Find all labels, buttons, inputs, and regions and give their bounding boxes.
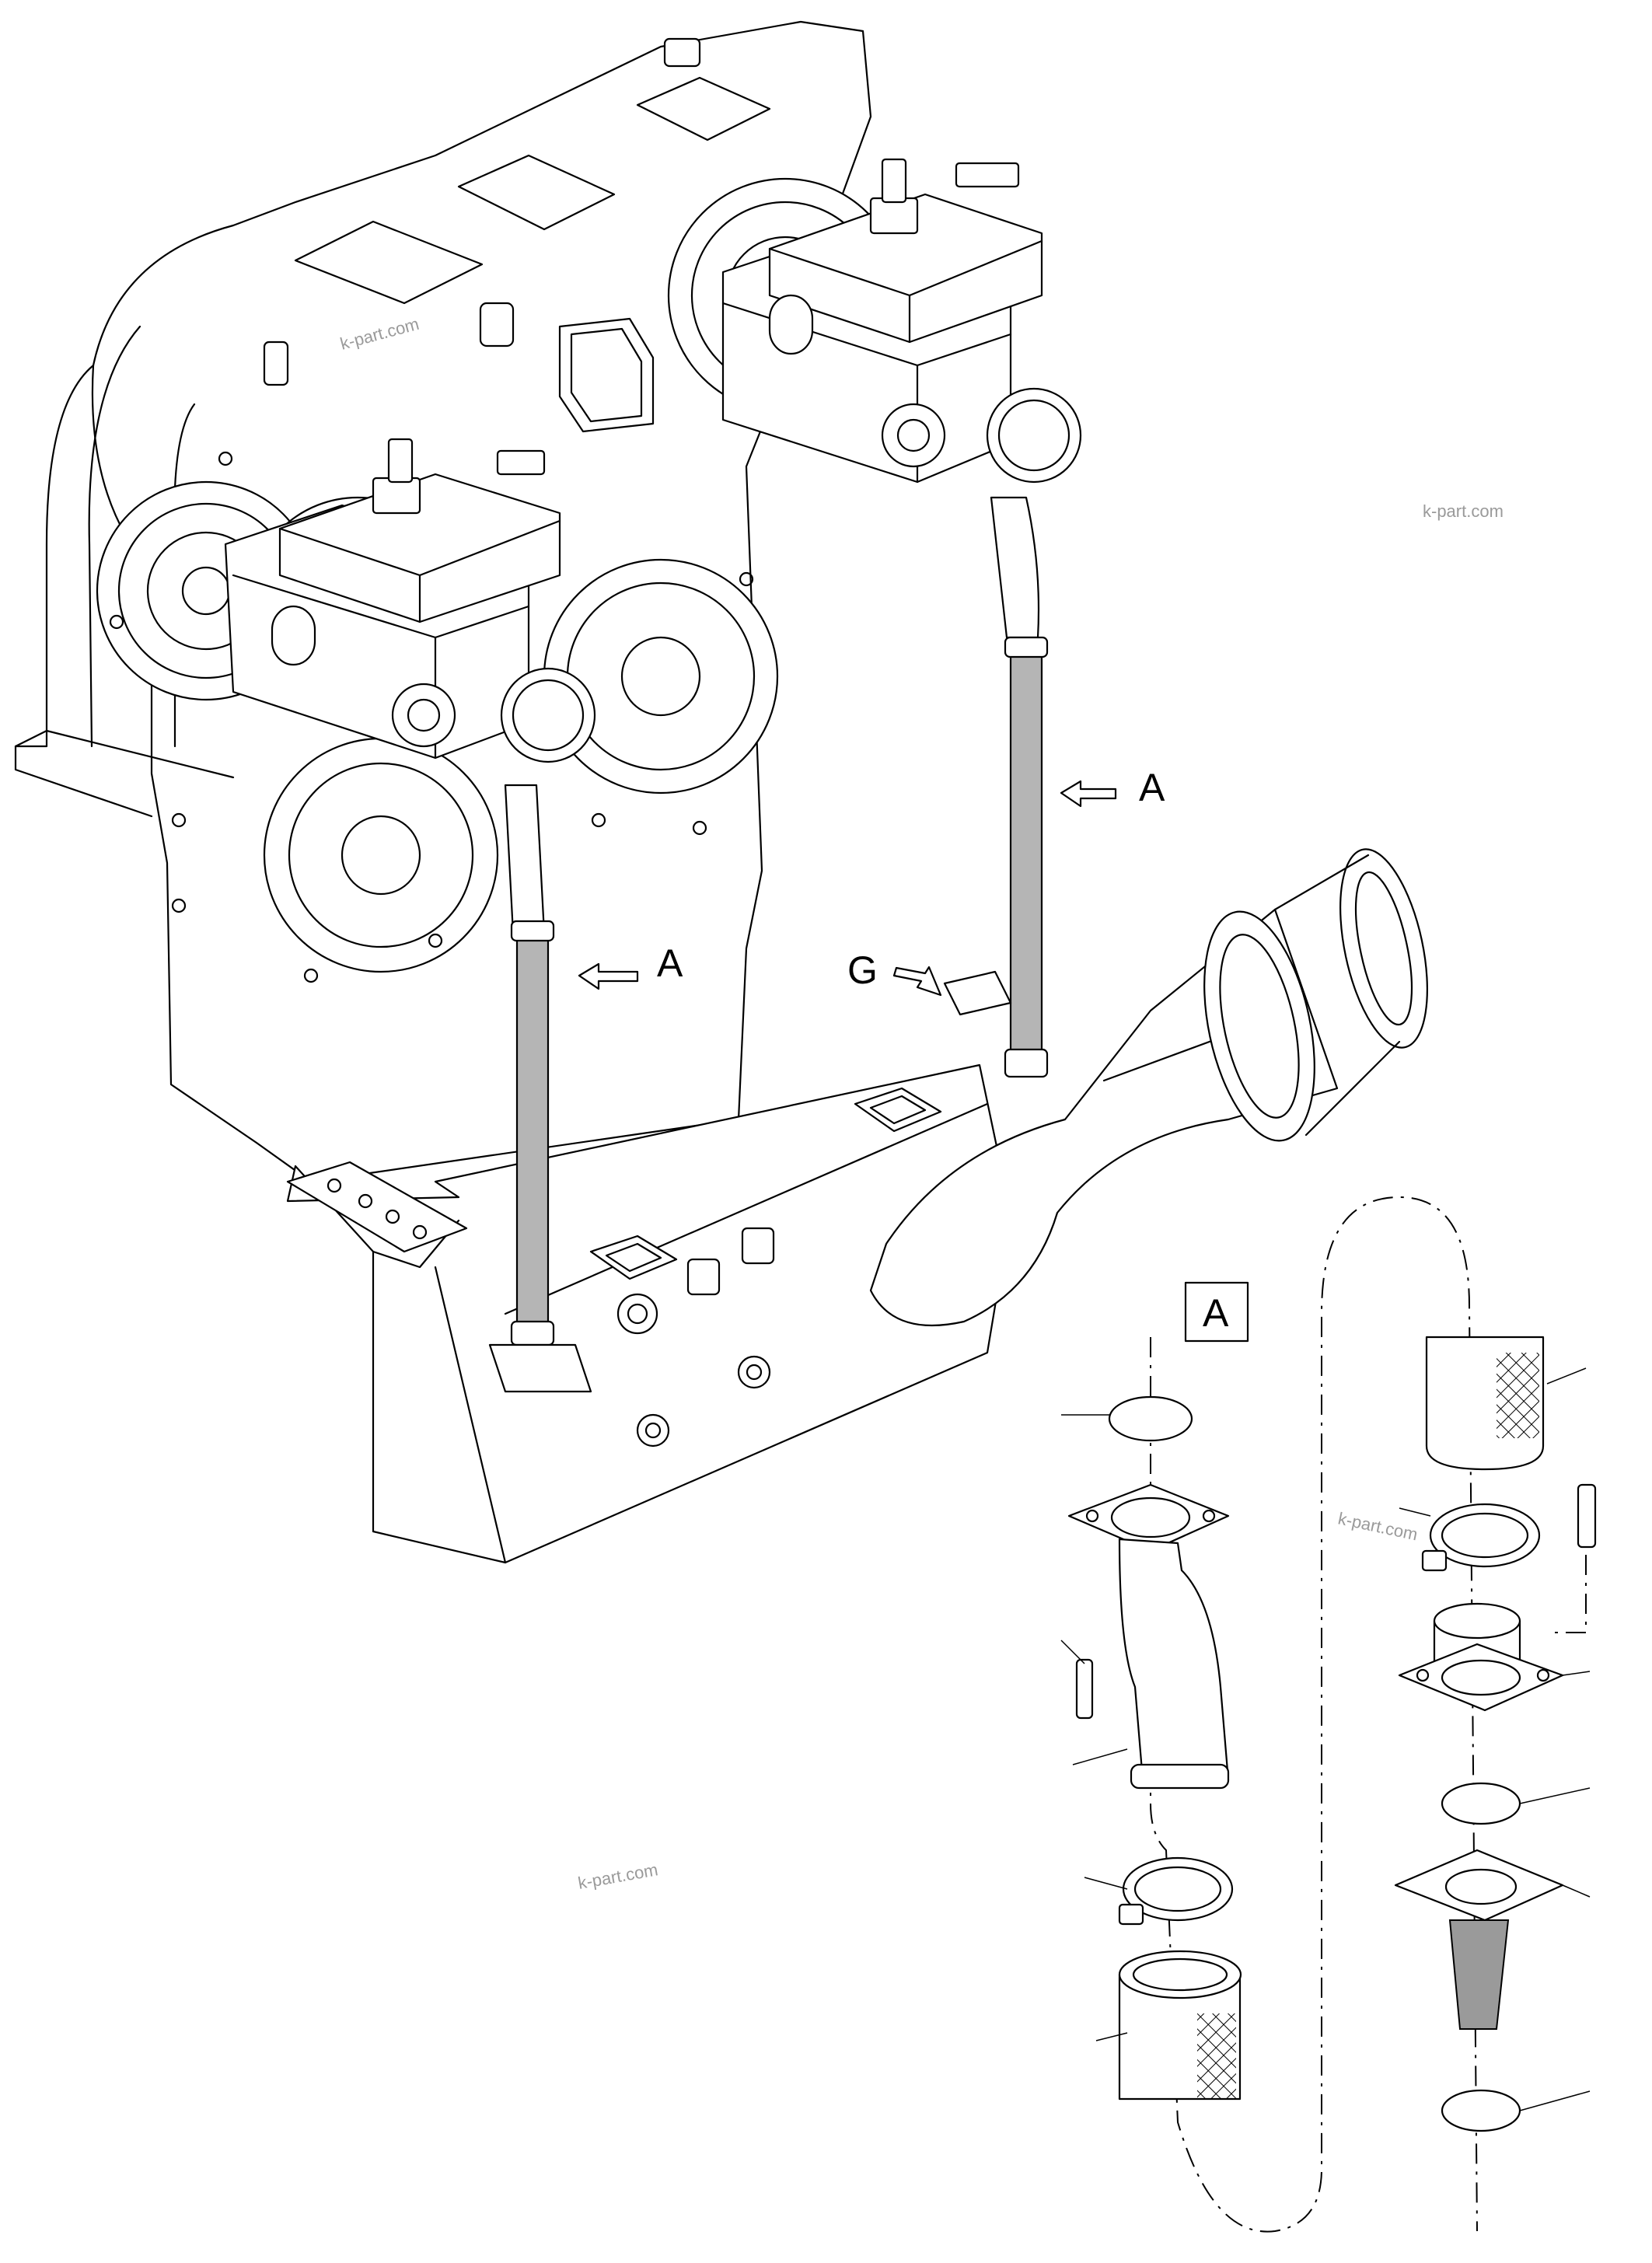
detail-label-a: A xyxy=(1203,1291,1229,1335)
suction-strainer xyxy=(1448,1919,1510,2030)
o-ring-bottom xyxy=(1441,2089,1521,2132)
o-ring-top xyxy=(1108,1395,1193,1442)
callout-label-g: G xyxy=(847,948,878,992)
watermark-4: k-part.com xyxy=(1336,1508,1420,1544)
bolt-left xyxy=(1075,1658,1094,1720)
right-suction-hose xyxy=(943,496,1049,1078)
left-suction-hose xyxy=(488,784,592,1393)
callout-label-a-right: A xyxy=(1139,766,1165,809)
discharge-pipe xyxy=(869,848,1428,1327)
callout-arrow-a-left: A xyxy=(578,941,683,990)
o-ring-mid xyxy=(1441,1782,1521,1825)
sump-pan xyxy=(286,1063,1012,1564)
callout-arrow-g: G xyxy=(847,948,942,997)
flange-strainer xyxy=(1394,1849,1564,1922)
right-pump-assembly xyxy=(667,158,1082,484)
callout-arrow-a-right: A xyxy=(1060,766,1165,809)
watermark-3: k-part.com xyxy=(577,1860,660,1893)
bolt-right xyxy=(1577,1483,1597,1549)
detail-view-a: A xyxy=(1060,1196,1597,2233)
hose-clamp-right xyxy=(1429,1503,1541,1568)
elbow-tube xyxy=(1118,1538,1230,1782)
watermark-2: k-part.com xyxy=(1423,501,1504,521)
callout-label-a-left: A xyxy=(657,941,683,985)
detail-label-box xyxy=(1184,1281,1249,1343)
hose-clamp xyxy=(1122,1856,1234,1922)
left-pump-assembly xyxy=(96,438,779,983)
